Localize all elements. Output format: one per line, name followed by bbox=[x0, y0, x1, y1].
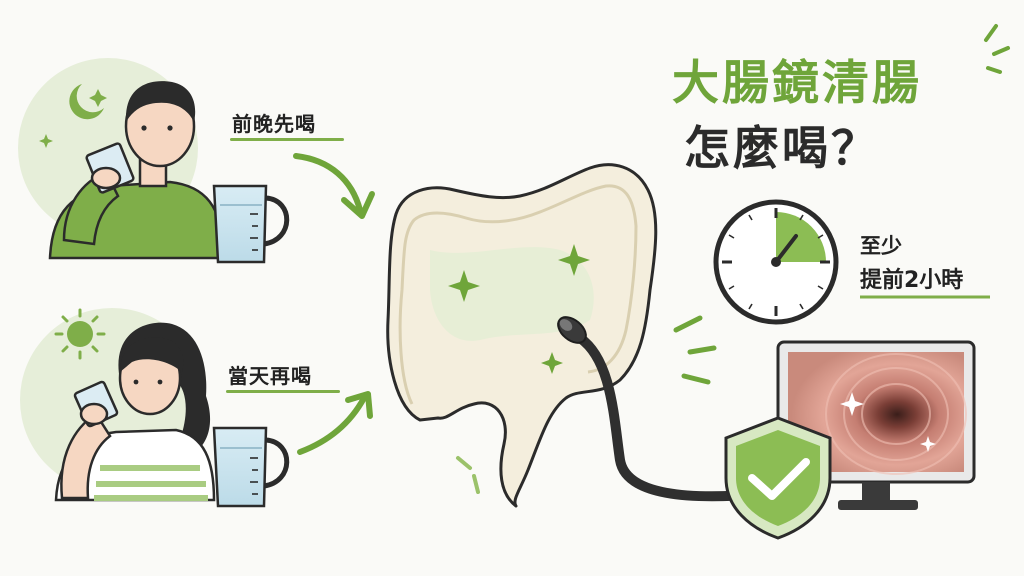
step-label-day: 當天再喝 bbox=[228, 364, 312, 388]
night-drinking-scene bbox=[18, 58, 290, 264]
clock-wedge bbox=[776, 212, 826, 262]
moon-icon bbox=[69, 84, 104, 120]
colon-icon bbox=[386, 163, 658, 508]
day-drinking-scene bbox=[20, 308, 290, 508]
sparkle-icon bbox=[448, 244, 590, 374]
measuring-jug-icon bbox=[212, 184, 290, 264]
sun-icon bbox=[54, 308, 106, 360]
shield-check-icon bbox=[724, 416, 832, 540]
step-underline-day bbox=[226, 390, 340, 393]
measuring-jug-icon bbox=[212, 426, 290, 508]
step-underline-night bbox=[230, 138, 344, 141]
clock-icon bbox=[713, 199, 839, 325]
step-label-night: 前晚先喝 bbox=[232, 112, 316, 136]
arrow-icon bbox=[297, 391, 373, 455]
endoscope-icon bbox=[557, 316, 765, 502]
timing-note-line2: 提前2小時 bbox=[860, 268, 964, 293]
signal-lines bbox=[673, 315, 717, 385]
timing-note-line1: 至少 bbox=[860, 234, 902, 258]
arrow-icon bbox=[293, 153, 375, 219]
page-title-line2: 怎麼喝？ bbox=[684, 121, 880, 175]
page-title-line1: 大腸鏡清腸 bbox=[672, 56, 922, 111]
star-icon bbox=[39, 89, 107, 148]
man-hair bbox=[125, 81, 196, 122]
title-accent-lines bbox=[984, 24, 1010, 74]
colon-lumen bbox=[430, 247, 594, 341]
